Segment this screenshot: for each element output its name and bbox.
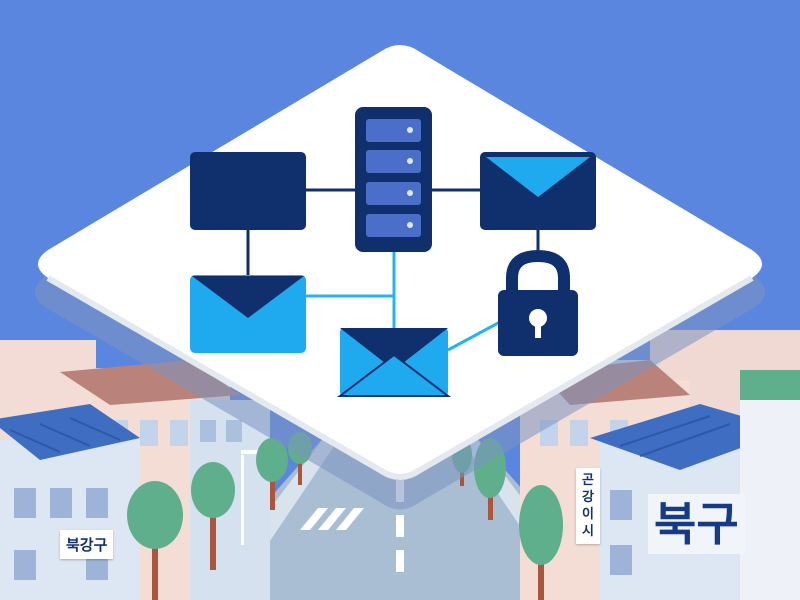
connectors xyxy=(246,188,540,352)
monitor-icon xyxy=(190,152,306,230)
server-rack-icon xyxy=(355,107,432,252)
street-sign-left: 북강구 xyxy=(60,530,114,559)
diamond-edge xyxy=(46,275,754,480)
envelope-icon xyxy=(337,328,451,397)
envelope-icon xyxy=(480,152,596,230)
street-sign-vertical: 곤강이시 xyxy=(576,468,600,544)
envelope-icon xyxy=(190,275,306,353)
district-label: 북구 xyxy=(648,494,745,554)
padlock-icon xyxy=(498,249,578,356)
trees xyxy=(127,432,563,600)
